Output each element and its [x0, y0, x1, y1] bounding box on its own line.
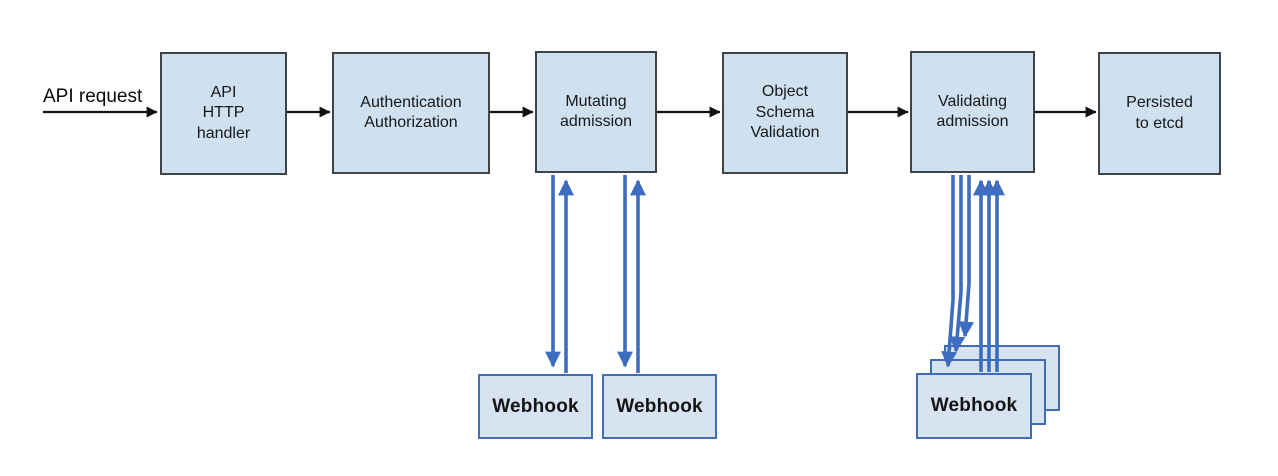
webhook-mutating-2-label: Webhook [616, 395, 703, 417]
validating-webhook-down-arrow-3 [958, 175, 975, 338]
box-validating-admission: Validating admission [910, 51, 1035, 173]
webhook-mutating-2: Webhook [602, 374, 717, 439]
webhook-validating-label: Webhook [930, 395, 1018, 416]
webhook-mutating-1: Webhook [478, 374, 593, 439]
api-request-label: API request [43, 86, 143, 107]
box-persisted-to-etcd-label: Persisted to etcd [1126, 94, 1193, 132]
webhook-validating-stack-front: Webhook [916, 373, 1032, 439]
box-validating-admission-label: Validating admission [936, 92, 1009, 130]
validating-webhook-down-arrow-1 [941, 175, 958, 368]
box-object-schema-validation-label: Object Schema Validation [750, 83, 820, 142]
box-api-http-handler-label: API HTTP handler [196, 83, 251, 142]
webhook-mutating-1-label: Webhook [492, 395, 579, 417]
box-api-http-handler: API HTTP handler [160, 52, 287, 175]
validating-webhook-down-arrow-2 [949, 175, 966, 353]
box-persisted-to-etcd: Persisted to etcd [1098, 52, 1221, 175]
box-mutating-admission: Mutating admission [535, 51, 657, 173]
box-authentication-authorization-label: Authentication Authorization [360, 93, 462, 131]
box-object-schema-validation: Object Schema Validation [722, 52, 848, 174]
box-mutating-admission-label: Mutating admission [559, 92, 633, 130]
box-authentication-authorization: Authentication Authorization [332, 52, 490, 174]
